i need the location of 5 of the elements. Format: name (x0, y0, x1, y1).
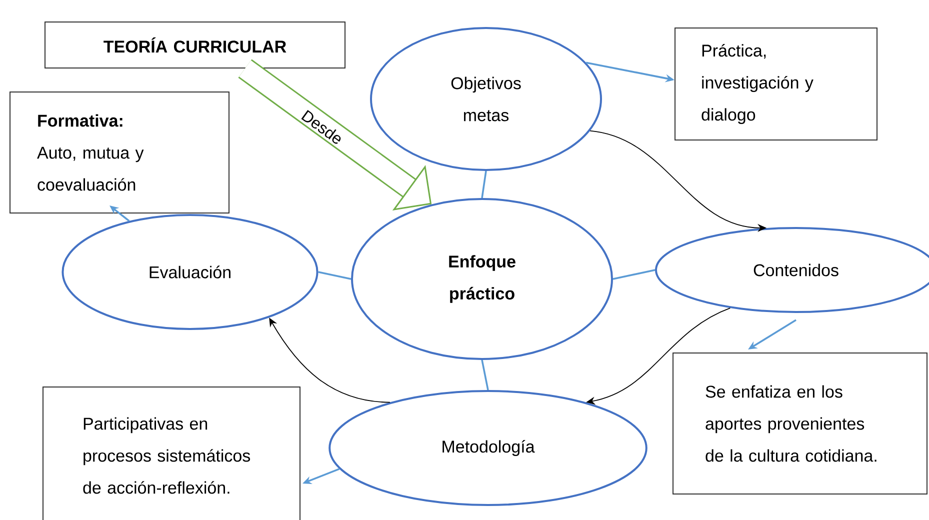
text-box: Formativa: Auto, mutua y coevaluación (10, 92, 230, 214)
text-box: Participativas en procesos sistemáticos de acción-reflexión. (42, 386, 300, 520)
text-box: Se enfatiza en los aportes provenientes de la cultura cotidiana. (672, 352, 928, 494)
text-box: Práctica, investigación y dialogo (674, 28, 878, 140)
text-box: TEORÍA CURRICULAR (44, 22, 346, 68)
